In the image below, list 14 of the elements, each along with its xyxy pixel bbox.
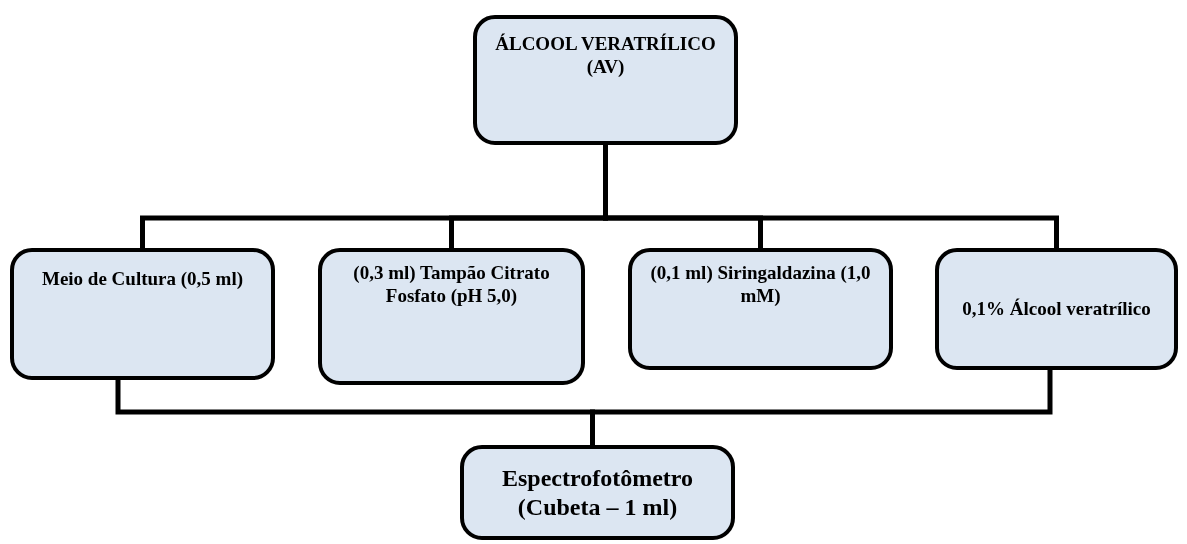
box-label: Meio de Cultura (0,5 ml) xyxy=(41,268,244,291)
box-label: (0,3 ml) Tampão Citrato Fosfato (pH 5,0) xyxy=(352,262,551,308)
box-label: Espectrofotômetro (Cubeta – 1 ml) xyxy=(500,463,695,522)
connector-line xyxy=(603,145,1059,248)
process-box xyxy=(935,248,1178,370)
process-box xyxy=(628,248,893,370)
box-label: (0,1 ml) Siringaldazina (1,0 mM) xyxy=(649,262,872,308)
box-label: 0,1% Álcool veratrílico xyxy=(962,297,1151,321)
process-box xyxy=(318,248,585,385)
process-box xyxy=(10,248,275,380)
process-box xyxy=(473,15,738,145)
box-label: ÁLCOOL VERATRÍLICO (AV) xyxy=(494,33,717,79)
connector-line xyxy=(590,370,1053,445)
process-box xyxy=(460,445,735,540)
